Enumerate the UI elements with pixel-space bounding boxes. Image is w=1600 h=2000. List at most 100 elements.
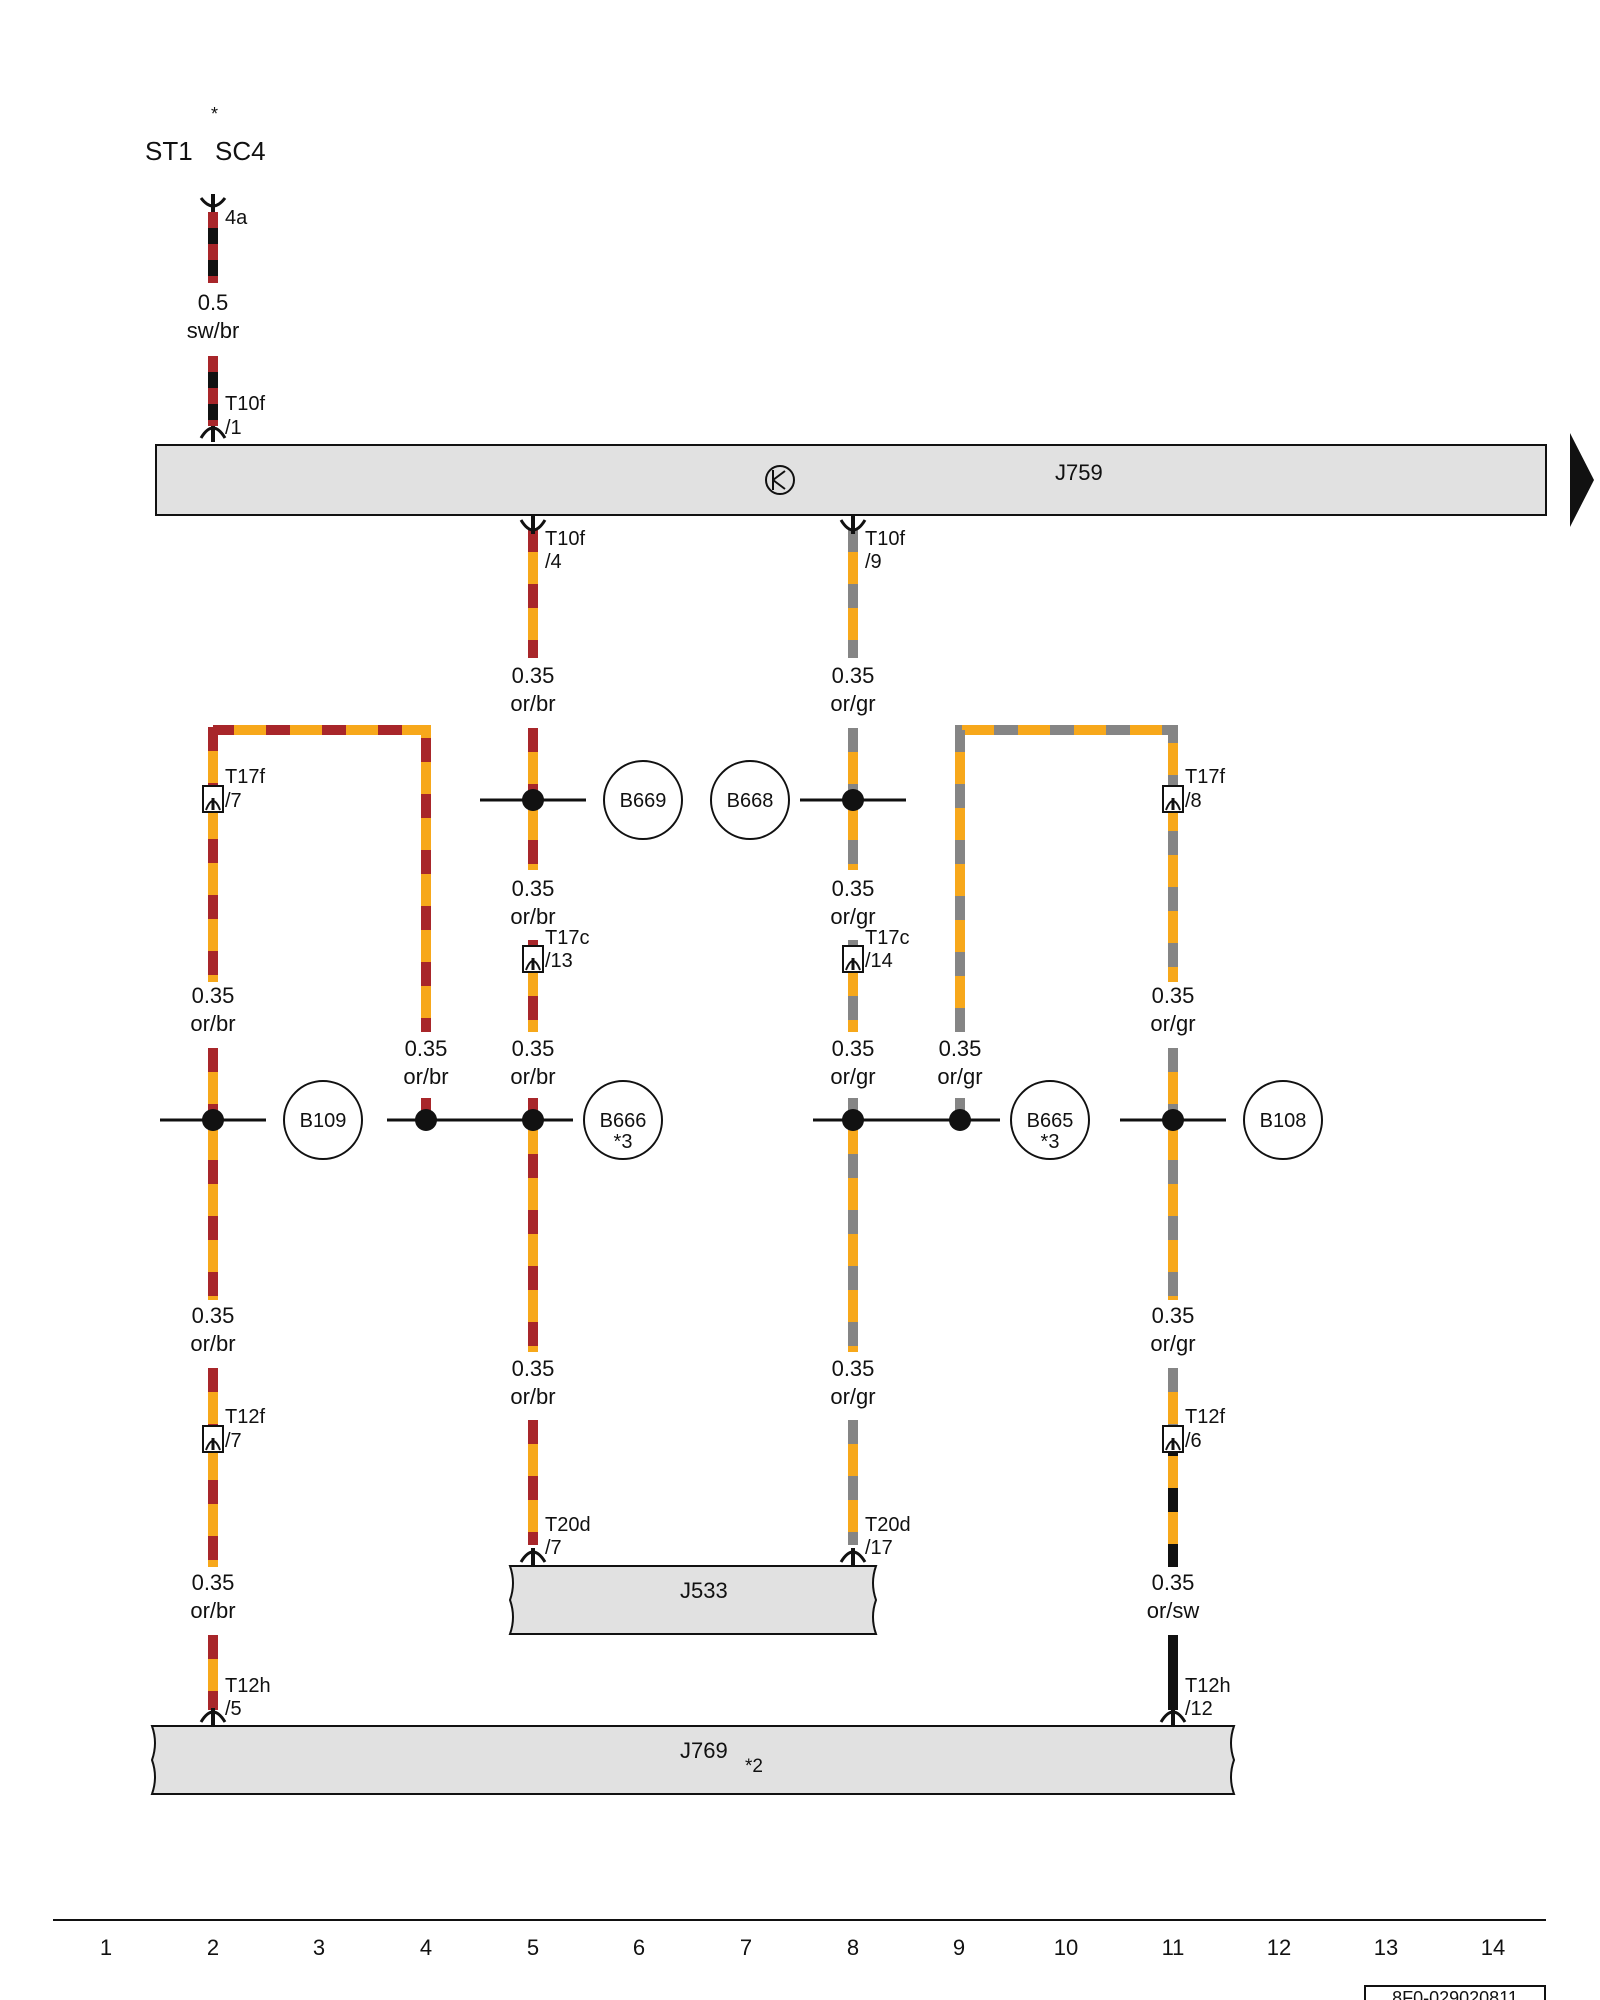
wire-size: 0.35 — [1152, 1303, 1195, 1328]
wire-size: 0.35 — [832, 663, 875, 688]
grid-number: 11 — [1162, 1935, 1185, 1960]
location-markers: B669 B668 B109 B666 *3 B665 *3 B108 — [283, 760, 1323, 1160]
wire-color: or/sw — [1147, 1598, 1200, 1623]
wire-size: 0.35 — [832, 876, 875, 901]
wire-color: or/br — [510, 691, 555, 716]
pin-label: T17f — [225, 766, 265, 788]
grid-number: 3 — [313, 1935, 325, 1960]
b668-circle — [710, 760, 790, 840]
inline-connector-icon — [522, 945, 544, 973]
j533-box — [508, 1565, 878, 1635]
pin-label: T17c — [545, 927, 589, 949]
wire-color: or/gr — [830, 691, 875, 716]
pin-label: T12f — [225, 1406, 265, 1428]
grid-number: 2 — [207, 1935, 219, 1960]
wire-size: 0.35 — [192, 1303, 235, 1328]
wire-labels: 0.5 sw/br 0.35 or/br 0.35 or/gr 0.35 or/… — [187, 290, 1200, 1623]
grid-number: 7 — [740, 1935, 752, 1960]
b669-circle — [603, 760, 683, 840]
b666-label: B666 — [600, 1110, 647, 1132]
j759-control-unit: J759 — [155, 433, 1594, 527]
inline-connector-icon — [202, 1425, 224, 1453]
wire-size: 0.35 — [832, 1356, 875, 1381]
continue-right-arrow-icon — [1570, 433, 1594, 527]
splice-dot — [202, 1109, 224, 1131]
b108-label: B108 — [1260, 1110, 1307, 1132]
terminal-label: 4a — [225, 207, 248, 229]
pin-label: T20d — [865, 1514, 911, 1536]
wire-size: 0.35 — [192, 983, 235, 1008]
pin-label: /12 — [1185, 1698, 1213, 1720]
wire-color: or/br — [510, 1064, 555, 1089]
grid-number: 12 — [1267, 1935, 1291, 1960]
j759-box — [155, 444, 1547, 516]
connector-symbols — [199, 194, 1187, 1725]
pin-label: /13 — [545, 950, 573, 972]
pin-label: /14 — [865, 950, 893, 972]
wire-color: or/br — [190, 1331, 235, 1356]
b108-circle — [1243, 1080, 1323, 1160]
b109-circle — [283, 1080, 363, 1160]
wire-color: or/br — [190, 1598, 235, 1623]
wire-size: 0.35 — [512, 663, 555, 688]
j759-label: J759 — [1055, 460, 1103, 485]
pin-label: /5 — [225, 1698, 242, 1720]
j769-box — [150, 1725, 1236, 1795]
inline-connector-symbols — [202, 785, 1184, 1453]
inline-connector-icon — [1162, 785, 1184, 813]
sc-reference: SC4 — [215, 136, 266, 166]
circuit-symbol-stroke — [772, 479, 786, 490]
splice-dot — [522, 1109, 544, 1131]
b666-note: *3 — [614, 1131, 633, 1153]
wire-size: 0.35 — [832, 1036, 875, 1061]
circuit-symbol-icon — [765, 465, 795, 495]
grid-number: 10 — [1054, 1935, 1078, 1960]
doc-code: 8F0-029020811 — [1392, 1988, 1518, 2000]
wire-size: 0.35 — [1152, 983, 1195, 1008]
b669-label: B669 — [620, 790, 667, 812]
wire-color: or/br — [510, 904, 555, 929]
splice-dot — [415, 1109, 437, 1131]
pin-label: T10f — [545, 528, 585, 550]
pin-label: T20d — [545, 1514, 591, 1536]
wire-color: or/gr — [1150, 1331, 1195, 1356]
pin-label: T17c — [865, 927, 909, 949]
pin-label: /6 — [1185, 1430, 1202, 1452]
splice-dot — [1162, 1109, 1184, 1131]
splice-dot — [522, 789, 544, 811]
wire-color: or/gr — [830, 904, 875, 929]
wire-size: 0.35 — [192, 1570, 235, 1595]
b665-circle — [1010, 1080, 1090, 1160]
wire-color: or/gr — [1150, 1011, 1195, 1036]
wire-size: 0.35 — [405, 1036, 448, 1061]
j533-control-unit: J533 — [508, 1565, 878, 1635]
wire-size: 0.35 — [512, 1036, 555, 1061]
wire-color: or/br — [190, 1011, 235, 1036]
b109-label: B109 — [300, 1110, 347, 1132]
splice-dot — [842, 789, 864, 811]
wire-size: 0.35 — [512, 1356, 555, 1381]
doc-code-box — [1364, 1985, 1546, 2000]
pin-label: T10f — [865, 528, 905, 550]
pin-label: T12h — [1185, 1675, 1231, 1697]
wire-color: or/br — [403, 1064, 448, 1089]
b665-label: B665 — [1027, 1110, 1074, 1132]
wire-color: or/gr — [830, 1384, 875, 1409]
pin-label: /7 — [545, 1537, 562, 1559]
wire-size: 0.35 — [512, 876, 555, 901]
pin-label: T12f — [1185, 1406, 1225, 1428]
wire-size: 0.35 — [939, 1036, 982, 1061]
pin-label: /1 — [225, 417, 242, 439]
wire-color: or/gr — [937, 1064, 982, 1089]
splice-lines — [160, 798, 1226, 1122]
b665-note: *3 — [1041, 1131, 1060, 1153]
b668-label: B668 — [727, 790, 774, 812]
wire-color: sw/br — [187, 318, 240, 343]
wire-loop-col9-col11 — [955, 725, 1178, 1120]
inline-connector-icon — [1162, 1425, 1184, 1453]
pin-label: /7 — [225, 1430, 242, 1452]
circuit-symbol-stroke — [772, 470, 786, 481]
inline-connector-icon — [202, 785, 224, 813]
pin-label: /4 — [545, 551, 562, 573]
